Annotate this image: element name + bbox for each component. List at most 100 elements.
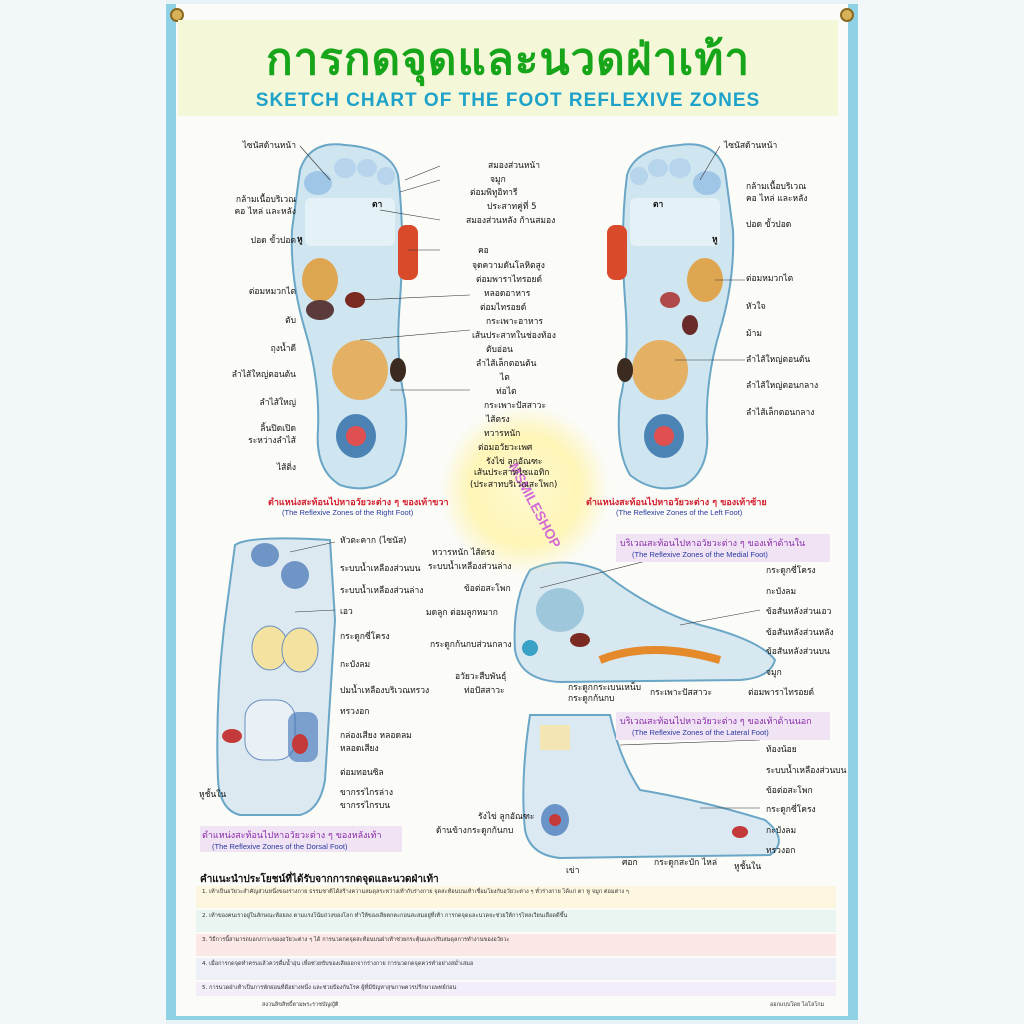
label: ต่อมหมวกไต [248, 287, 296, 297]
lateral-foot [522, 714, 780, 860]
label: ลำไส้ใหญ่ [259, 398, 296, 408]
label: ทวารหนัก ไส้ตรง [432, 548, 495, 558]
right-margin [858, 0, 1024, 1024]
label: สมองส่วนหน้า [488, 161, 541, 171]
label: ด้านข้างกระดูกก้นกบ [436, 826, 514, 836]
label: ตับ [285, 316, 296, 326]
label: กระเพาะอาหาร [486, 317, 543, 327]
footer-designer: ออกแบบโดย ไอโลโกม [770, 1002, 825, 1008]
label: ถุงน้ำดี [270, 344, 296, 354]
dorsal-caption-en: (The Reflexive Zones of the Dorsal Foot) [212, 842, 348, 851]
dorsal-foot [216, 537, 337, 816]
label: ขากรรไกรล่าง [340, 788, 393, 798]
label: ประสาทคู่ที่ 5 [487, 202, 537, 212]
label: ปอด ขั้วปอด [746, 220, 792, 230]
label: กระดูกกระเบนเหน็บ [568, 683, 642, 693]
label: ทวารหนัก [484, 429, 521, 439]
label: ต่อมพิทูอิทารี [470, 188, 518, 198]
label: กระเพาะปัสสาวะ [650, 688, 713, 698]
label: หลอดเสียง [340, 744, 379, 754]
label: ไต [500, 373, 510, 383]
label: ระบบน้ำเหลืองส่วนล่าง [340, 586, 424, 596]
label: ท่อปัสสาวะ [464, 686, 505, 696]
label: คอ [478, 246, 489, 256]
label: ระบบน้ำเหลืองส่วนล่าง [428, 562, 512, 572]
label: กระดูกซี่โครง [340, 632, 390, 642]
label: เข่า [566, 866, 580, 876]
label: กระดูกซี่โครง [766, 566, 816, 576]
watermark-logo [440, 405, 610, 575]
intestine-zone [332, 340, 388, 400]
label: กล้ามเนื้อบริเวณ [235, 195, 296, 205]
label: กะบังลม [766, 587, 797, 597]
label: ระหว่างลำไส้ [248, 436, 296, 446]
label: ลำไส้เล็กตอนต้น [476, 359, 537, 369]
label: ข้อสันหลังส่วนบน [766, 647, 830, 657]
title-thai: การกดจุดและนวดฝ่าเท้า [265, 34, 751, 85]
liver-zone [345, 292, 365, 308]
label: อวัยวะสืบพันธุ์ [455, 672, 507, 682]
left-foot-caption: ตำแหน่งสะท้อนไปหาอวัยวะต่าง ๆ ของเท้าซ้า… [586, 498, 767, 508]
label: กระดูกสะบัก [654, 858, 700, 868]
grommet-icon [840, 8, 854, 22]
label: (ประสาทบริเวณสะโพก) [470, 480, 558, 490]
lung-zone [302, 258, 338, 302]
lateral-caption-box [616, 712, 830, 740]
title-band [178, 20, 838, 116]
medial-foot [513, 561, 777, 684]
eye-label: ตา [653, 200, 664, 210]
label: กะบังลม [766, 826, 797, 836]
label: จุดความดันโลหิตสูง [472, 261, 545, 271]
notes-title: คำแนะนำประโยชน์ที่ได้รับจากการกดจุดและนว… [200, 874, 439, 885]
grommet-icon [170, 8, 184, 22]
label: ต่อมพาราไทรอยด์ [476, 275, 542, 285]
label: ลำไส้ใหญ่ตอนกลาง [746, 381, 819, 391]
label: กล้ามเนื้อบริเวณ [746, 182, 807, 192]
note-item: 5. การนวดฝ่าเท้าเป็นการพักผ่อนที่ดีอย่าง… [196, 982, 836, 996]
label: มดลูก ต่อมลูกหมาก [426, 608, 498, 618]
toe-big [304, 171, 332, 195]
footer-copyright: สงวนลิขสิทธิ์ตามพระราชบัญญัติ [262, 1002, 339, 1008]
lateral-caption-en: (The Reflexive Zones of the Lateral Foot… [632, 728, 769, 737]
label: ต่อมอวัยวะเพศ [478, 443, 533, 453]
left-foot-caption-en: (The Reflexive Zones of the Left Foot) [616, 508, 743, 517]
label: ลำไส้ใหญ่ตอนต้น [746, 355, 811, 365]
dorsal-caption: ตำแหน่งสะท้อนไปหาอวัยวะต่าง ๆ ของหลังเท้… [202, 831, 382, 841]
label: ข้อต่อสะโพก [464, 584, 511, 594]
medial-caption-box [616, 534, 830, 562]
right-foot-caption: ตำแหน่งสะท้อนไปหาอวัยวะต่าง ๆ ของเท้าขวา [268, 498, 449, 508]
note-item: 4. เมื่อการกดจุดทำครบแล้วควรดื่มน้ำอุ่น … [196, 958, 836, 980]
right-foot-caption-en: (The Reflexive Zones of the Right Foot) [282, 508, 414, 517]
label: จมูก [490, 175, 506, 185]
label: หูชั้นใน [199, 790, 227, 800]
label: เส้นประสาทในช่องท้อง [472, 331, 556, 341]
label: ลำไส้เล็กตอนกลาง [746, 408, 815, 418]
note-item: 2. เท้าของคนเราอยู่ในลักษณะห้อยลง ตามแรง… [196, 910, 836, 932]
label: คอ ไหล่ และหลัง [234, 207, 297, 217]
left-margin [0, 0, 166, 1024]
ear-label: หู [297, 235, 303, 245]
label: กระดูกก้นกบส่วนกลาง [430, 640, 512, 650]
ear-label: หู [712, 235, 718, 245]
label: ม้าม [746, 329, 762, 339]
eye-label: ตา [372, 200, 383, 210]
title-english: SKETCH CHART OF THE FOOT REFLEXIVE ZONES [255, 90, 761, 111]
label: ท่อไต [496, 387, 517, 397]
spine-zone [598, 646, 722, 664]
label: กระดูกซี่โครง [766, 805, 816, 815]
label: ต่อมหมวกไต [746, 274, 794, 284]
medial-caption-en: (The Reflexive Zones of the Medial Foot) [632, 550, 768, 559]
label: ไหล่ [702, 858, 718, 868]
label: ต่อมทอนซิล [340, 768, 384, 778]
label: หัวใจ [746, 302, 766, 312]
spine-zone [398, 225, 418, 280]
right-foot-plantar [290, 143, 418, 490]
label: ระบบน้ำเหลืองส่วนบน [340, 564, 421, 574]
label: ลำไส้ใหญ่ตอนต้น [231, 370, 296, 380]
label: ทรวงอก [766, 846, 796, 856]
label: หูชั้นใน [734, 862, 762, 872]
note-item: 3. วิธีการนี้สามารถบอกภาวะของอวัยวะต่าง … [196, 934, 836, 956]
label: ไซนัสด้านหน้า [724, 141, 778, 151]
